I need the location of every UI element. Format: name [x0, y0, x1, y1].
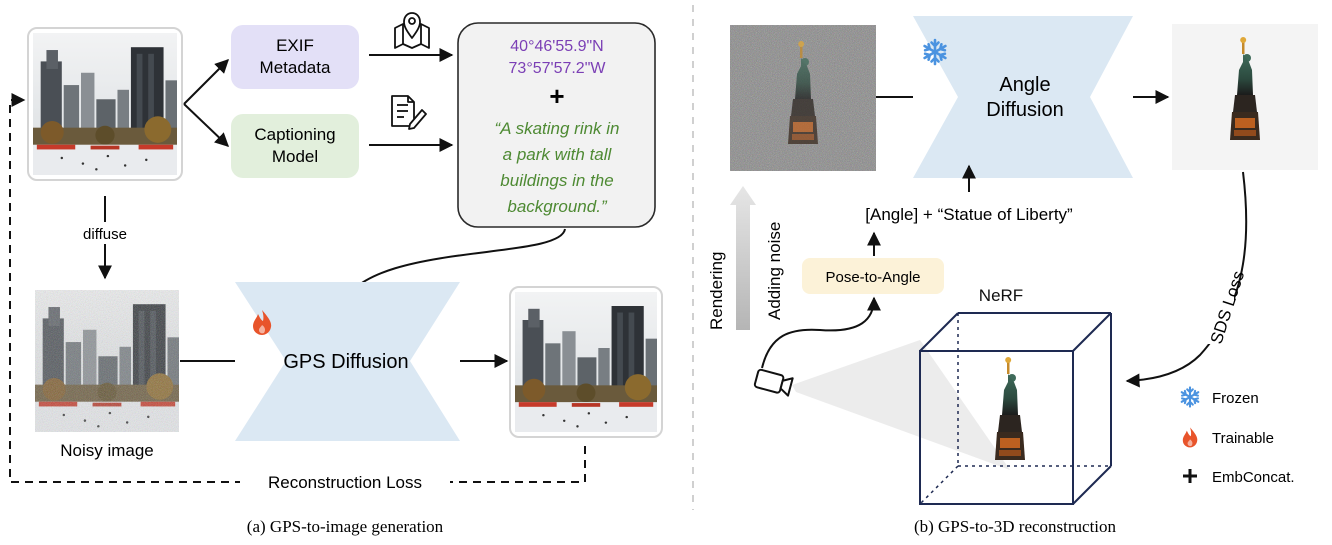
- reconstruction-loss-path: [9, 93, 586, 483]
- adding-noise-label: Adding noise: [765, 222, 784, 320]
- legend-plus-icon: [1183, 469, 1197, 483]
- noisy-image: [35, 290, 179, 432]
- split-arrows: [183, 59, 230, 147]
- map-pin-icon: [394, 12, 430, 49]
- exif-metadata-box: EXIF Metadata: [231, 25, 359, 89]
- legend: Frozen Trainable EmbConcat.: [1180, 386, 1295, 486]
- embconcat-plus: +: [549, 81, 564, 111]
- pose-to-angle-label: Pose-to-Angle: [825, 269, 920, 286]
- nerf-label: NeRF: [979, 286, 1023, 305]
- denoised-statue-image: [1172, 24, 1318, 170]
- caption-line-2: a park with tall: [503, 145, 613, 164]
- gps-diffusion-label: GPS Diffusion: [283, 351, 408, 373]
- legend-flame-icon: [1182, 427, 1198, 448]
- caption-model-label-line2: Model: [272, 147, 318, 166]
- angle-diffusion-line1: Angle: [999, 74, 1050, 96]
- caption-line-4: background.”: [507, 197, 608, 216]
- camera-icon: [753, 340, 1010, 470]
- subcaption-a: (a) GPS-to-image generation: [247, 517, 444, 536]
- angle-diffusion-line2: Diffusion: [986, 99, 1063, 121]
- diffuse-label: diffuse: [83, 226, 127, 243]
- captioning-model-box: Captioning Model: [231, 114, 359, 178]
- pose-to-angle-box: Pose-to-Angle: [802, 258, 944, 294]
- document-edit-icon: [391, 95, 427, 130]
- reconstruction-loss-label: Reconstruction Loss: [268, 473, 422, 492]
- rendering-label: Rendering: [707, 252, 726, 330]
- panel-b: Angle Diffusion [Angle] + “Statue of Lib…: [707, 16, 1318, 536]
- angle-prompt: [Angle] + “Statue of Liberty”: [865, 205, 1073, 224]
- angle-diffusion-model: Angle Diffusion: [913, 16, 1133, 178]
- legend-snowflake-icon: [1180, 386, 1200, 408]
- legend-frozen: Frozen: [1212, 390, 1259, 407]
- nerf-volume: NeRF: [919, 286, 1112, 505]
- exif-label-line1: EXIF: [276, 36, 314, 55]
- noisy-image-label: Noisy image: [60, 441, 154, 460]
- gps-longitude: 73°57'57.2"W: [509, 60, 607, 77]
- subcaption-b: (b) GPS-to-3D reconstruction: [914, 517, 1117, 536]
- noisy-statue-image: [730, 25, 876, 171]
- condition-text-box: 40°46'55.9"N 73°57'57.2"W + “A skating r…: [457, 22, 656, 228]
- panel-a: EXIF Metadata Captioning Model: [9, 12, 663, 536]
- exif-label-line2: Metadata: [260, 58, 331, 77]
- gps-diffusion-model: GPS Diffusion: [235, 282, 460, 441]
- gps-latitude: 40°46'55.9"N: [510, 38, 603, 55]
- rendering-arrow: [730, 186, 756, 330]
- input-image: [27, 27, 183, 181]
- caption-line-1: “A skating rink in: [494, 119, 619, 138]
- caption-model-label-line1: Captioning: [254, 125, 335, 144]
- legend-trainable: Trainable: [1212, 430, 1274, 447]
- caption-line-3: buildings in the: [500, 171, 613, 190]
- generated-image: [509, 286, 663, 438]
- legend-embconcat: EmbConcat.: [1212, 469, 1295, 486]
